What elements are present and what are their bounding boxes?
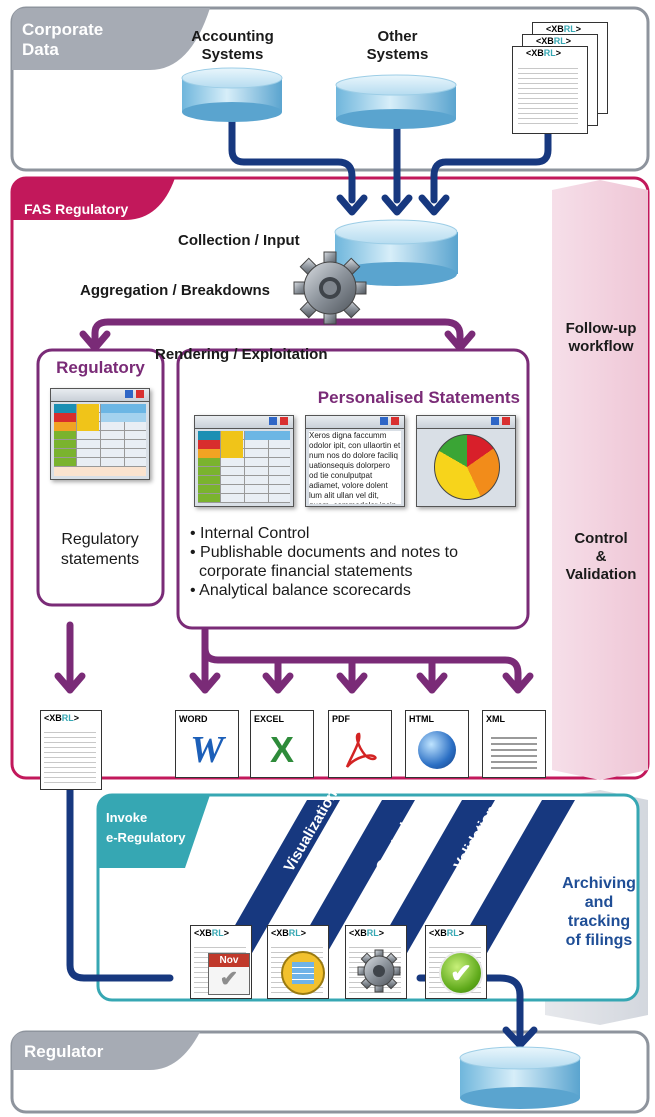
calendar-icon: Nov ✔ bbox=[208, 953, 250, 995]
regulator-db-icon bbox=[459, 1046, 581, 1109]
stripe-planning bbox=[215, 800, 340, 960]
corporate-data-tab bbox=[12, 8, 210, 70]
followup-band bbox=[552, 180, 648, 780]
other-db-icon bbox=[335, 74, 457, 129]
rendering-label: Rendering / Exploitation bbox=[155, 346, 328, 363]
filing-path bbox=[66, 761, 538, 1049]
globe-icon bbox=[418, 731, 456, 769]
planning-doc-icon: <XBRL> Nov ✔ bbox=[190, 925, 252, 999]
aggregation-label: Aggregation / Breakdowns bbox=[80, 282, 271, 299]
table-view-icon bbox=[281, 951, 325, 995]
control-validation-label: Control&Validation bbox=[565, 530, 637, 583]
xbrl-doc-stack: <XBRL> <XBRL> <XBRL> bbox=[510, 22, 610, 134]
stripe-visualization bbox=[290, 800, 415, 960]
small-gear-icon bbox=[357, 949, 401, 993]
lorem-text: Xeros digna faccumm odolor ipit, con ull… bbox=[309, 431, 401, 504]
gear-icon bbox=[293, 251, 367, 325]
regulatory-title: Regulatory bbox=[56, 358, 145, 377]
invoke-tab bbox=[98, 795, 210, 868]
pdf-doc-icon: PDF bbox=[328, 710, 392, 778]
source-arrows bbox=[228, 111, 552, 216]
stripe-control bbox=[370, 800, 495, 960]
xml-doc-icon: XML bbox=[482, 710, 546, 778]
control-doc-icon: <XBRL> bbox=[345, 925, 407, 999]
regulator-tab bbox=[12, 1032, 200, 1070]
fas-title: FAS Regulatory bbox=[24, 201, 129, 217]
regulator-title: Regulator bbox=[24, 1042, 104, 1061]
personal-table-window bbox=[194, 415, 294, 507]
html-doc-icon: HTML bbox=[405, 710, 469, 778]
pdf-icon bbox=[345, 732, 377, 768]
checkmark-icon: ✔ bbox=[439, 951, 483, 995]
fas-tab bbox=[12, 178, 175, 220]
pie-chart-icon bbox=[434, 434, 500, 500]
stripe-validation bbox=[450, 800, 575, 960]
accounting-db-icon bbox=[181, 67, 283, 122]
excel-doc-icon: EXCEL X bbox=[250, 710, 314, 778]
personal-text-window: Xeros digna faccumm odolor ipit, con ull… bbox=[305, 415, 405, 507]
personal-bullets: • Internal Control • Publishable documen… bbox=[190, 525, 458, 599]
personal-pie-window bbox=[416, 415, 516, 507]
personalised-title: Personalised Statements bbox=[317, 388, 520, 407]
word-doc-icon: WORD W bbox=[175, 710, 239, 778]
validation-doc-icon: <XBRL> ✔ bbox=[425, 925, 487, 999]
regulatory-table-window bbox=[50, 388, 150, 480]
xbrl-document-icon: <XBRL> bbox=[40, 710, 102, 790]
visualization-doc-icon: <XBRL> bbox=[267, 925, 329, 999]
stage-stripes bbox=[215, 800, 575, 960]
corporate-data-title: Corporate Data bbox=[22, 20, 104, 59]
collection-label: Collection / Input bbox=[178, 232, 300, 249]
